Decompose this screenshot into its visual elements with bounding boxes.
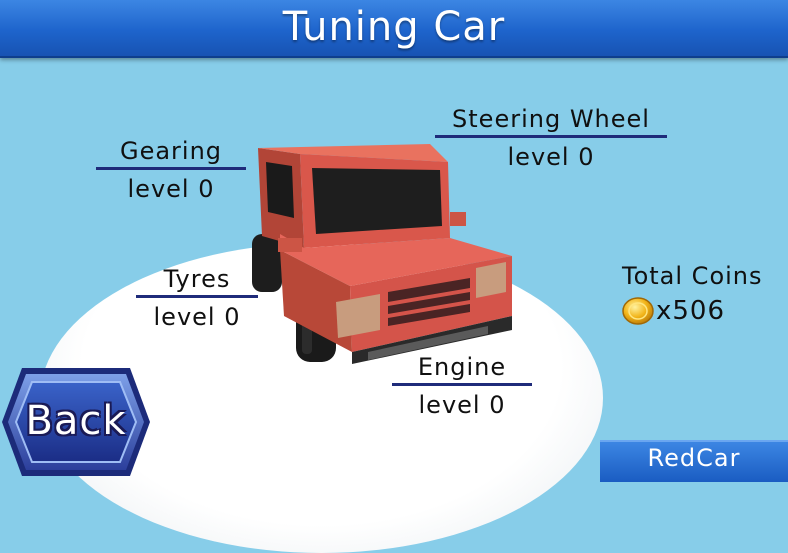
title-bar: Tuning Car — [0, 0, 788, 58]
gearing-underline — [96, 167, 246, 170]
tyres-level: level 0 — [153, 303, 241, 331]
upgrade-engine[interactable]: Engine level 0 — [392, 352, 532, 420]
engine-level: level 0 — [418, 391, 506, 419]
upgrade-gearing[interactable]: Gearing level 0 — [96, 136, 246, 204]
back-button-label: Back — [25, 398, 127, 444]
upgrade-tyres[interactable]: Tyres level 0 — [136, 264, 258, 332]
car-name-button[interactable]: RedCar — [600, 440, 788, 482]
tyres-underline — [136, 295, 258, 298]
upgrade-steering-wheel[interactable]: Steering Wheel level 0 — [435, 104, 667, 172]
gold-coin-icon — [622, 297, 654, 325]
engine-label: Engine — [417, 353, 507, 381]
gearing-level: level 0 — [127, 175, 215, 203]
engine-underline — [392, 383, 532, 386]
tyres-label: Tyres — [163, 265, 231, 293]
coin-count: x506 — [656, 296, 726, 326]
total-coins-label: Total Coins — [622, 262, 763, 290]
gearing-label: Gearing — [119, 137, 223, 165]
steering-wheel-level: level 0 — [507, 143, 595, 171]
steering-wheel-label: Steering Wheel — [452, 105, 650, 133]
steering-wheel-underline — [435, 135, 667, 138]
back-button[interactable]: Back — [0, 366, 152, 478]
back-button-frame — [2, 368, 150, 476]
car-model — [252, 144, 512, 364]
coin-counter: x506 — [622, 296, 725, 326]
page-title: Tuning Car — [282, 4, 506, 50]
